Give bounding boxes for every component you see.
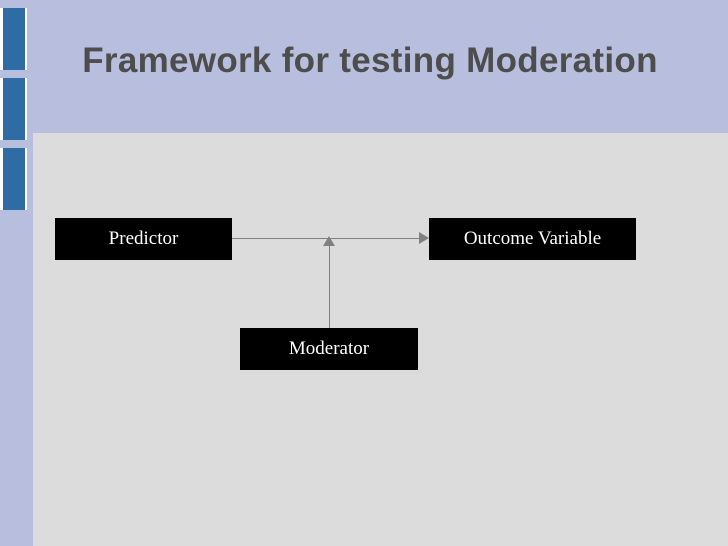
arrowhead-up-icon <box>323 236 335 246</box>
diagram-node-moderator-label: Moderator <box>288 338 370 359</box>
diagram-panel: Predictor Outcome Variable Moderator <box>33 133 728 546</box>
diagram-node-predictor: Predictor <box>55 218 232 260</box>
decorative-bar-2 <box>0 78 27 140</box>
diagram-node-moderator: Moderator <box>240 328 418 370</box>
diagram-node-predictor-label: Predictor <box>108 228 179 249</box>
arrowhead-right-icon <box>419 232 429 244</box>
diagram-node-outcome: Outcome Variable <box>429 218 636 260</box>
decorative-bar-3 <box>0 148 27 210</box>
page-title: Framework for testing Moderation <box>82 41 658 80</box>
diagram-node-outcome-label: Outcome Variable <box>463 228 602 249</box>
decorative-bar-1 <box>0 8 27 70</box>
connector-moderator-path <box>329 243 330 329</box>
